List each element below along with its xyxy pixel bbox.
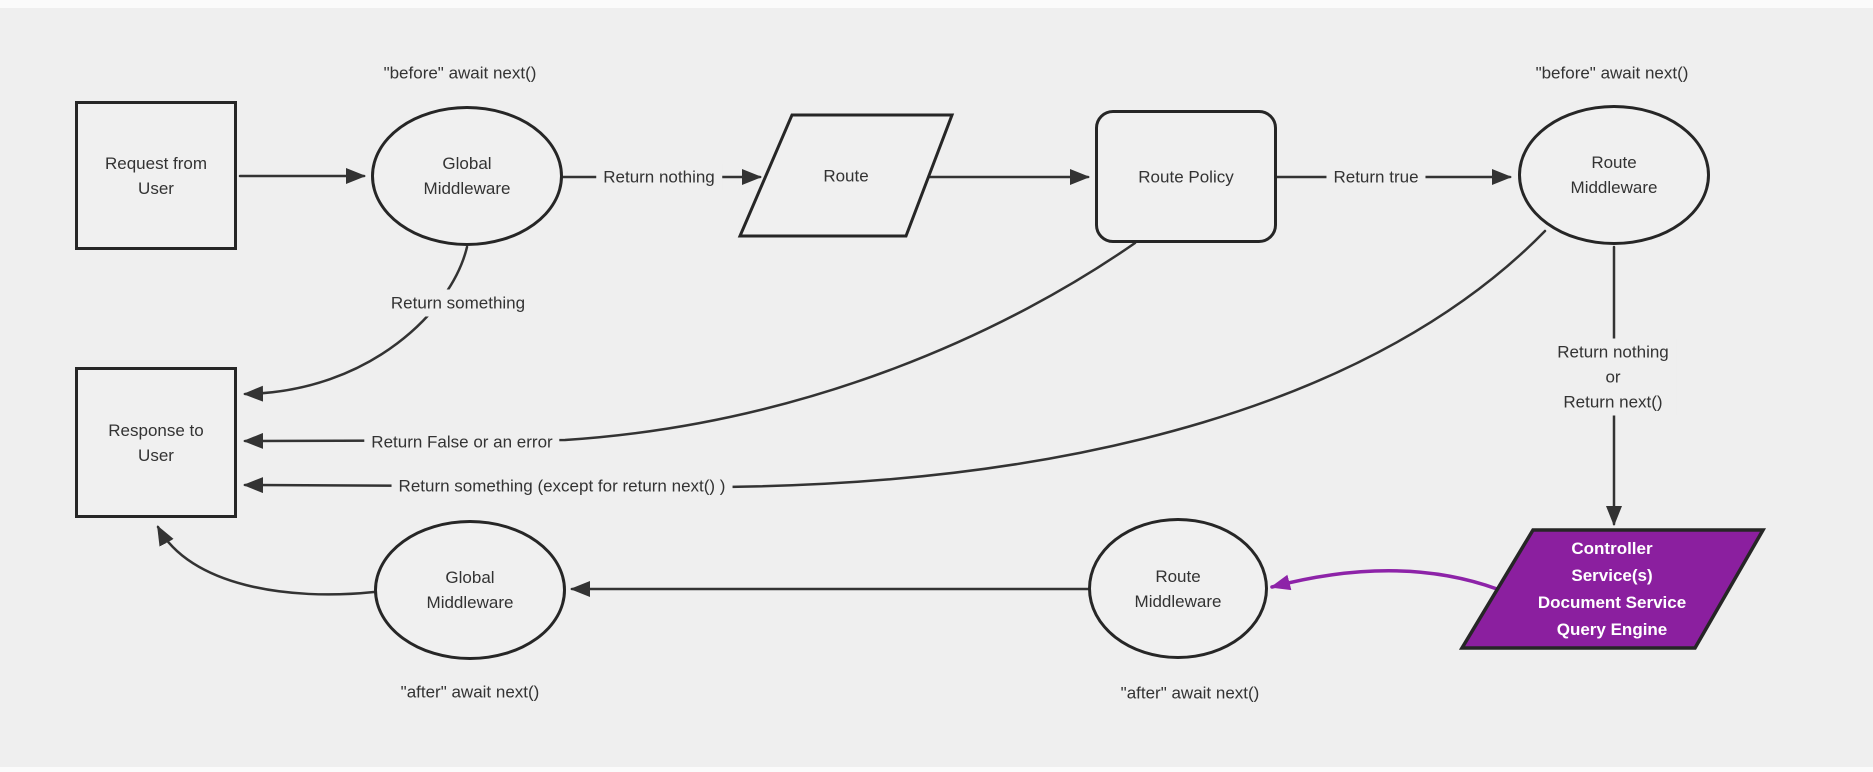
- edge-global-middleware-to-response: [243, 245, 469, 402]
- response-to-user-node: [75, 367, 237, 518]
- edge-route-policy-to-response: [243, 241, 1137, 449]
- route-middleware-bottom-node: [1088, 518, 1268, 659]
- edge-global-middleware-bottom-to-response: [156, 525, 376, 596]
- route-node: [737, 113, 955, 238]
- bottom-margin: [0, 767, 1873, 772]
- edge-route-middleware-to-response: [243, 229, 1547, 494]
- global-middleware-top-node: [371, 106, 563, 246]
- global-middleware-bottom-node: [374, 520, 566, 660]
- controller-node: [1458, 528, 1767, 650]
- top-margin: [0, 0, 1873, 8]
- route-policy-node: [1095, 110, 1277, 243]
- request-from-user-node: [75, 101, 237, 250]
- route-middleware-top-node: [1518, 105, 1710, 245]
- edge-controller-to-route-middleware-bottom: [1270, 569, 1499, 591]
